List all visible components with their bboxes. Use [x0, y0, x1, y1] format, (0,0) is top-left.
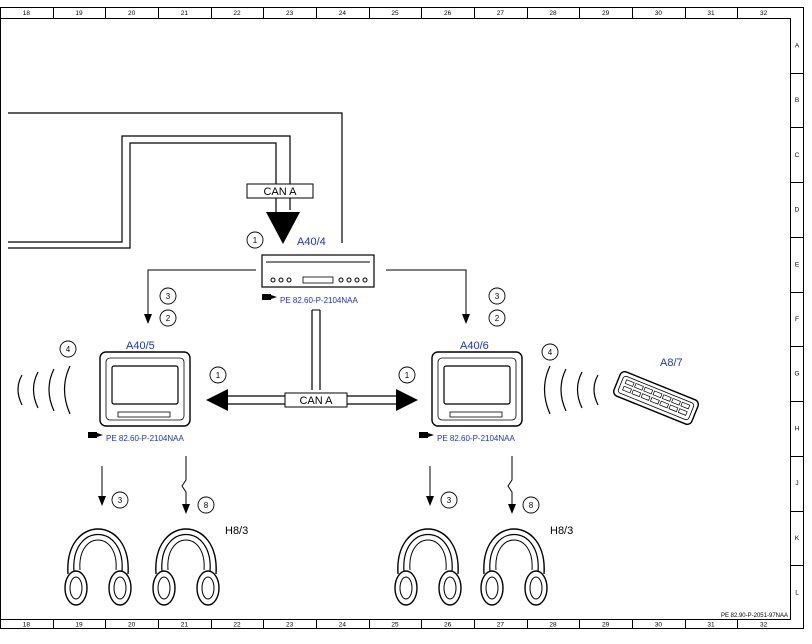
row-grid: A B C D E F G H J K L — [790, 42, 804, 597]
screen-left-reference: PE 82.60-P-2104NAA — [106, 434, 184, 443]
column-label: 29 — [602, 10, 610, 17]
can-bus-middle-text: CAN A — [299, 395, 333, 407]
row-label: E — [795, 261, 800, 268]
dvd-player-reference: PE 82.60-P-2104NAA — [280, 296, 358, 305]
remote-control-label: A8/7 — [660, 357, 683, 369]
column-label: 32 — [760, 10, 768, 17]
ir-waves-left — [17, 365, 71, 415]
column-label: 24 — [339, 622, 347, 629]
callout-left-ir: 4 — [66, 345, 71, 354]
column-label: 31 — [707, 10, 715, 17]
video-line-left — [144, 269, 256, 324]
column-label: 27 — [497, 622, 505, 629]
callout-left-video: 3 — [166, 292, 171, 301]
cable-arrow-right — [426, 466, 434, 506]
dvd-player — [261, 254, 375, 288]
can-bus-middle: CAN A — [206, 309, 418, 411]
column-label: 22 — [233, 10, 241, 17]
row-label: F — [795, 316, 799, 323]
callout-left-wireless: 8 — [204, 501, 209, 510]
callout-right-can: 1 — [405, 371, 410, 380]
column-label: 29 — [602, 622, 610, 629]
callout-left-can: 1 — [216, 371, 221, 380]
column-label: 27 — [497, 10, 505, 17]
column-grid: 1818191920202121222223232424252526262727… — [23, 7, 768, 629]
column-label: 22 — [233, 622, 241, 629]
headphones-wireless-left — [152, 528, 220, 606]
headphones-wired-right — [394, 528, 462, 606]
can-arrow-down — [266, 212, 300, 244]
row-label: D — [795, 207, 800, 214]
column-label: 24 — [339, 10, 347, 17]
can-bus-top-label: CAN A — [246, 183, 314, 199]
column-label: 26 — [444, 622, 452, 629]
column-label: 31 — [707, 622, 715, 629]
callout-right-cable: 3 — [447, 496, 452, 505]
reference-icon — [419, 432, 434, 438]
column-label: 21 — [181, 10, 189, 17]
row-label: J — [795, 480, 798, 487]
can-arrow-left — [206, 389, 228, 411]
column-label: 28 — [549, 10, 557, 17]
callout-right-wireless: 8 — [529, 501, 534, 510]
callout-right-audio: 2 — [495, 314, 500, 323]
headphones-left-label: H8/3 — [225, 525, 248, 537]
screen-right-reference: PE 82.60-P-2104NAA — [437, 434, 515, 443]
can-bus-top-text: CAN A — [263, 186, 297, 198]
column-label: 18 — [23, 622, 31, 629]
wiring-harness — [8, 112, 343, 249]
headphones-right-label: H8/3 — [550, 525, 573, 537]
row-label: B — [795, 97, 799, 104]
headphones-wireless-right — [480, 528, 548, 606]
row-label: L — [795, 590, 799, 597]
dvd-player-label: A40/4 — [297, 236, 326, 248]
column-label: 32 — [760, 622, 768, 629]
ir-waves-right — [543, 365, 599, 415]
wireless-arrow-left — [181, 456, 190, 514]
column-label: 19 — [75, 622, 83, 629]
screen-left-label: A40/5 — [126, 340, 155, 352]
video-line-right — [386, 269, 470, 324]
wireless-arrow-right — [507, 456, 516, 514]
drawing-frame — [0, 7, 804, 629]
cable-arrow-left — [98, 466, 106, 506]
callout-right-ir: 4 — [548, 348, 553, 357]
column-label: 23 — [286, 622, 294, 629]
row-label: K — [795, 535, 800, 542]
reference-icon — [88, 432, 103, 438]
column-label: 20 — [128, 10, 136, 17]
column-label: 26 — [444, 10, 452, 17]
remote-control — [612, 371, 700, 425]
can-arrow-right — [396, 389, 418, 411]
column-label: 28 — [549, 622, 557, 629]
column-label: 23 — [286, 10, 294, 17]
column-label: 25 — [391, 10, 399, 17]
callout-left-audio: 2 — [166, 314, 171, 323]
callout-left-cable: 3 — [118, 496, 123, 505]
row-label: A — [795, 42, 800, 49]
column-label: 20 — [128, 622, 136, 629]
screen-left — [99, 351, 191, 427]
callout-dvd-can: 1 — [253, 236, 258, 245]
row-label: G — [794, 371, 799, 378]
row-label: C — [795, 152, 800, 159]
callout-right-video: 3 — [495, 292, 500, 301]
column-label: 25 — [391, 622, 399, 629]
column-label: 21 — [181, 622, 189, 629]
column-label: 19 — [75, 10, 83, 17]
screen-right-label: A40/6 — [460, 340, 489, 352]
row-label: H — [795, 425, 800, 432]
column-label: 30 — [655, 622, 663, 629]
headphones-wired-left — [64, 528, 132, 606]
column-label: 30 — [655, 10, 663, 17]
reference-icon — [262, 294, 277, 300]
screen-right — [431, 351, 523, 427]
document-number: PE 82.90-P-2051-97NAA — [721, 613, 788, 619]
column-label: 18 — [23, 10, 31, 17]
